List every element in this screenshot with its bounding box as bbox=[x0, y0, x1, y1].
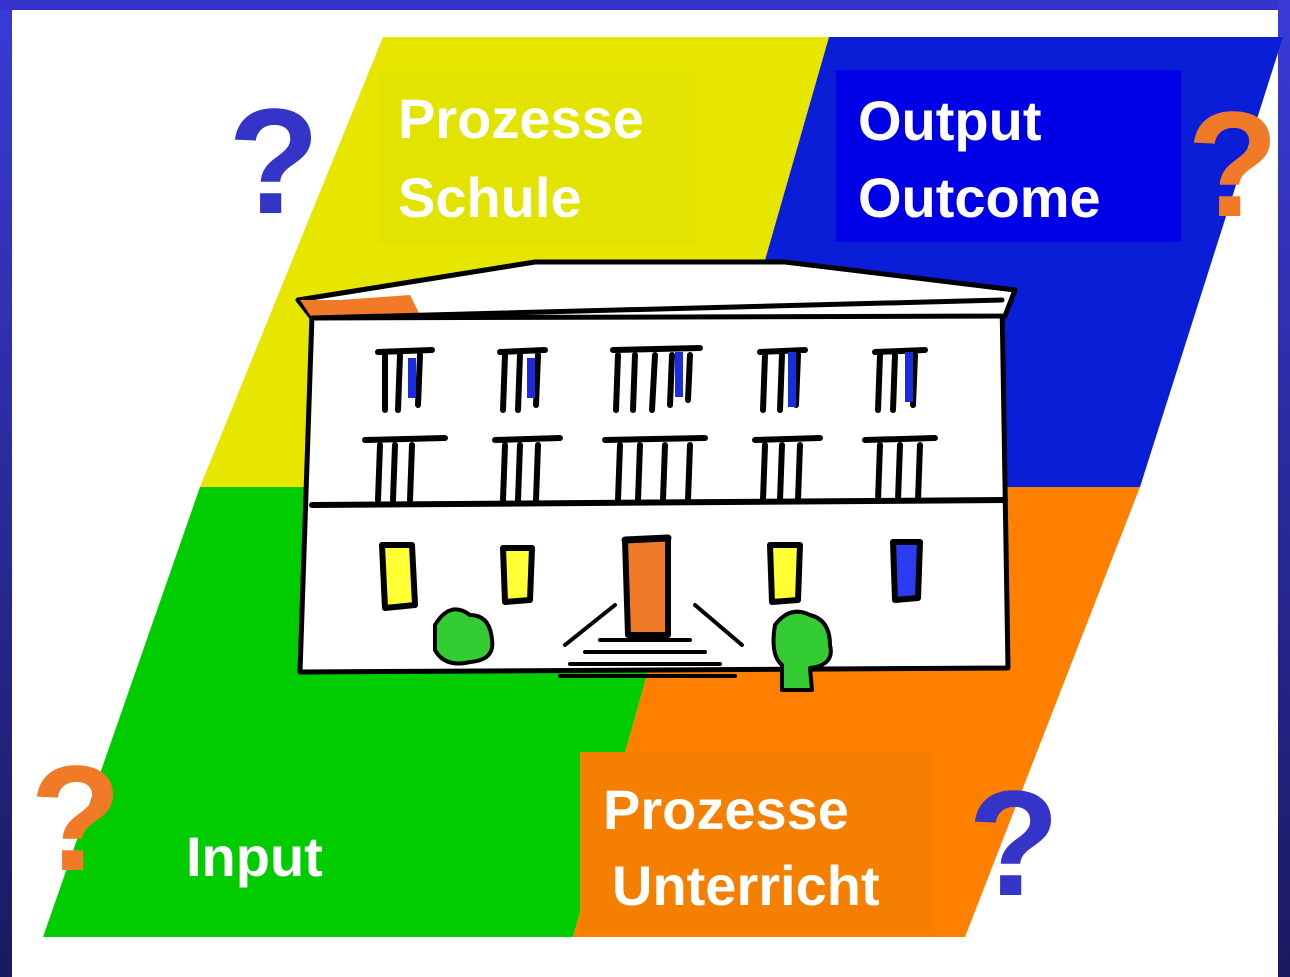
question-mark-bottom-right: ? bbox=[968, 759, 1060, 927]
label-prozesse-unterricht-line2: Unterricht bbox=[612, 854, 880, 917]
label-input: Input bbox=[186, 825, 323, 888]
label-box-top-right bbox=[836, 70, 1181, 242]
slide-frame-right bbox=[1278, 0, 1290, 977]
slide-frame-top bbox=[0, 0, 1290, 10]
label-output-outcome-line2: Outcome bbox=[858, 166, 1101, 229]
label-output-outcome-line1: Output bbox=[858, 89, 1041, 152]
label-output-outcome: Output Outcome bbox=[858, 89, 1101, 229]
label-prozesse-schule: Prozesse Schule bbox=[398, 87, 644, 229]
question-mark-bottom-left: ? bbox=[30, 734, 122, 902]
label-box-bottom-right bbox=[580, 752, 930, 934]
label-prozesse-schule-line1: Prozesse bbox=[398, 87, 644, 150]
label-input-line1: Input bbox=[186, 825, 323, 888]
label-prozesse-unterricht: Prozesse Unterricht bbox=[603, 778, 880, 917]
label-box-top-left bbox=[378, 72, 696, 244]
question-mark-top-right: ? bbox=[1187, 80, 1279, 248]
slide-frame-left bbox=[0, 0, 12, 977]
label-prozesse-schule-line2: Schule bbox=[398, 166, 582, 229]
school-building-illustration bbox=[295, 259, 1018, 692]
question-mark-top-left: ? bbox=[228, 77, 320, 245]
label-prozesse-unterricht-line1: Prozesse bbox=[603, 778, 849, 841]
